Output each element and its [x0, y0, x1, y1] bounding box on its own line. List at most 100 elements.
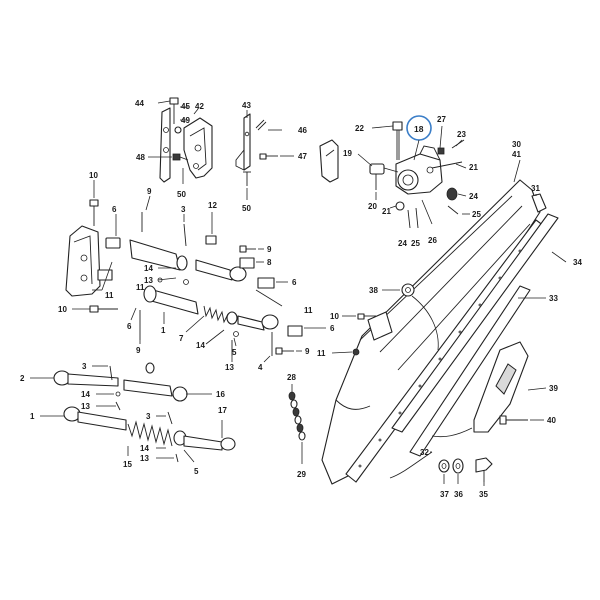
leader	[431, 427, 473, 438]
bolt-47-head	[259, 153, 267, 160]
label-1: 1	[30, 412, 35, 421]
leader	[371, 125, 394, 129]
label-6: 6	[330, 324, 335, 333]
bracket-assembly-center: 43 46 47 50	[235, 101, 307, 213]
label-18: 18	[414, 124, 424, 134]
label-19: 19	[343, 149, 352, 158]
label-44: 44	[135, 99, 144, 108]
bolt-21	[431, 161, 463, 169]
rod-upper	[195, 259, 233, 281]
label-1: 1	[161, 326, 166, 335]
bolt-9-head	[239, 245, 247, 253]
leader	[527, 387, 547, 391]
leader	[455, 139, 463, 147]
leader	[413, 139, 420, 161]
label-6: 6	[127, 322, 132, 331]
leader	[551, 251, 567, 263]
wear-shoe-rib	[495, 363, 517, 395]
mount-bracket-edge	[73, 235, 93, 285]
leader	[457, 193, 467, 197]
label-14-lower: 14	[140, 444, 149, 453]
leader	[183, 449, 195, 463]
hole	[358, 464, 362, 468]
leader	[331, 351, 353, 354]
tube-end	[176, 255, 188, 271]
moldboard-crease	[379, 205, 523, 353]
leader	[157, 277, 177, 281]
label-11: 11	[304, 306, 313, 315]
bracket-43-hole	[244, 131, 250, 137]
label-20: 20	[368, 202, 377, 211]
lower-right-parts: 39 40 32 37 36 35	[389, 341, 558, 499]
label-35: 35	[479, 490, 488, 499]
rod-middle	[237, 315, 265, 331]
shaft	[383, 167, 399, 173]
label-50: 50	[177, 190, 186, 199]
pin-24	[407, 209, 411, 229]
end-plate-31	[531, 193, 547, 213]
label-45: 45	[181, 102, 190, 111]
strip-33	[409, 285, 531, 457]
label-22: 22	[355, 124, 364, 133]
label-34: 34	[573, 258, 582, 267]
label-24: 24	[469, 192, 478, 201]
bracket-42-edge	[189, 127, 207, 171]
label-13: 13	[225, 363, 234, 372]
label-11: 11	[105, 291, 114, 300]
label-25: 25	[472, 210, 481, 219]
pivot-bore-inner	[402, 174, 414, 186]
label-5: 5	[194, 467, 199, 476]
bracket-assembly-left: 44 45 49 42 48 50	[135, 97, 213, 199]
strip-34	[391, 213, 559, 433]
bolt-40-head	[499, 415, 507, 425]
mount-plate	[367, 311, 393, 341]
label-14: 14	[81, 390, 90, 399]
leader	[455, 163, 467, 169]
bracket-plate-left	[159, 107, 171, 183]
washer-14	[115, 391, 121, 397]
label-13: 13	[144, 276, 153, 285]
ring-38-inner	[405, 287, 411, 293]
pin-13	[175, 453, 179, 463]
washer-49	[174, 126, 182, 134]
label-33: 33	[549, 294, 558, 303]
label-15: 15	[123, 460, 132, 469]
spring-coil	[203, 305, 229, 324]
pin-3	[167, 411, 173, 425]
bracket-hole	[163, 147, 169, 153]
label-17: 17	[218, 406, 227, 415]
label-13: 13	[140, 454, 149, 463]
label-46: 46	[298, 126, 307, 135]
label-2: 2	[20, 374, 25, 383]
label-23: 23	[457, 130, 466, 139]
label-21: 21	[469, 163, 478, 172]
bearing-24	[446, 187, 458, 201]
pin-46	[257, 121, 267, 131]
clevis-16	[172, 386, 188, 402]
label-29: 29	[297, 470, 306, 479]
bolt-9-head	[275, 347, 283, 355]
label-32: 32	[420, 448, 429, 457]
label-3: 3	[82, 362, 87, 371]
label-50: 50	[242, 204, 251, 213]
bolt-10-head	[89, 305, 99, 313]
chain-assembly: 28 29	[287, 373, 306, 479]
moldboard-curve	[335, 399, 371, 410]
label-42: 42	[195, 102, 204, 111]
block-6-right	[257, 277, 275, 289]
label-13: 13	[81, 402, 90, 411]
label-24: 24	[398, 239, 407, 248]
pin-13	[115, 401, 121, 411]
housing-top	[419, 145, 441, 161]
label-5: 5	[232, 348, 237, 357]
label-6: 6	[112, 205, 117, 214]
label-26: 26	[428, 236, 437, 245]
tube-middle-end	[143, 285, 157, 303]
nut-48	[172, 153, 181, 161]
pin-46	[255, 119, 265, 129]
label-10: 10	[89, 171, 98, 180]
bracket-19	[319, 139, 339, 183]
rod-2	[67, 373, 119, 387]
bracket-hole	[163, 127, 169, 133]
